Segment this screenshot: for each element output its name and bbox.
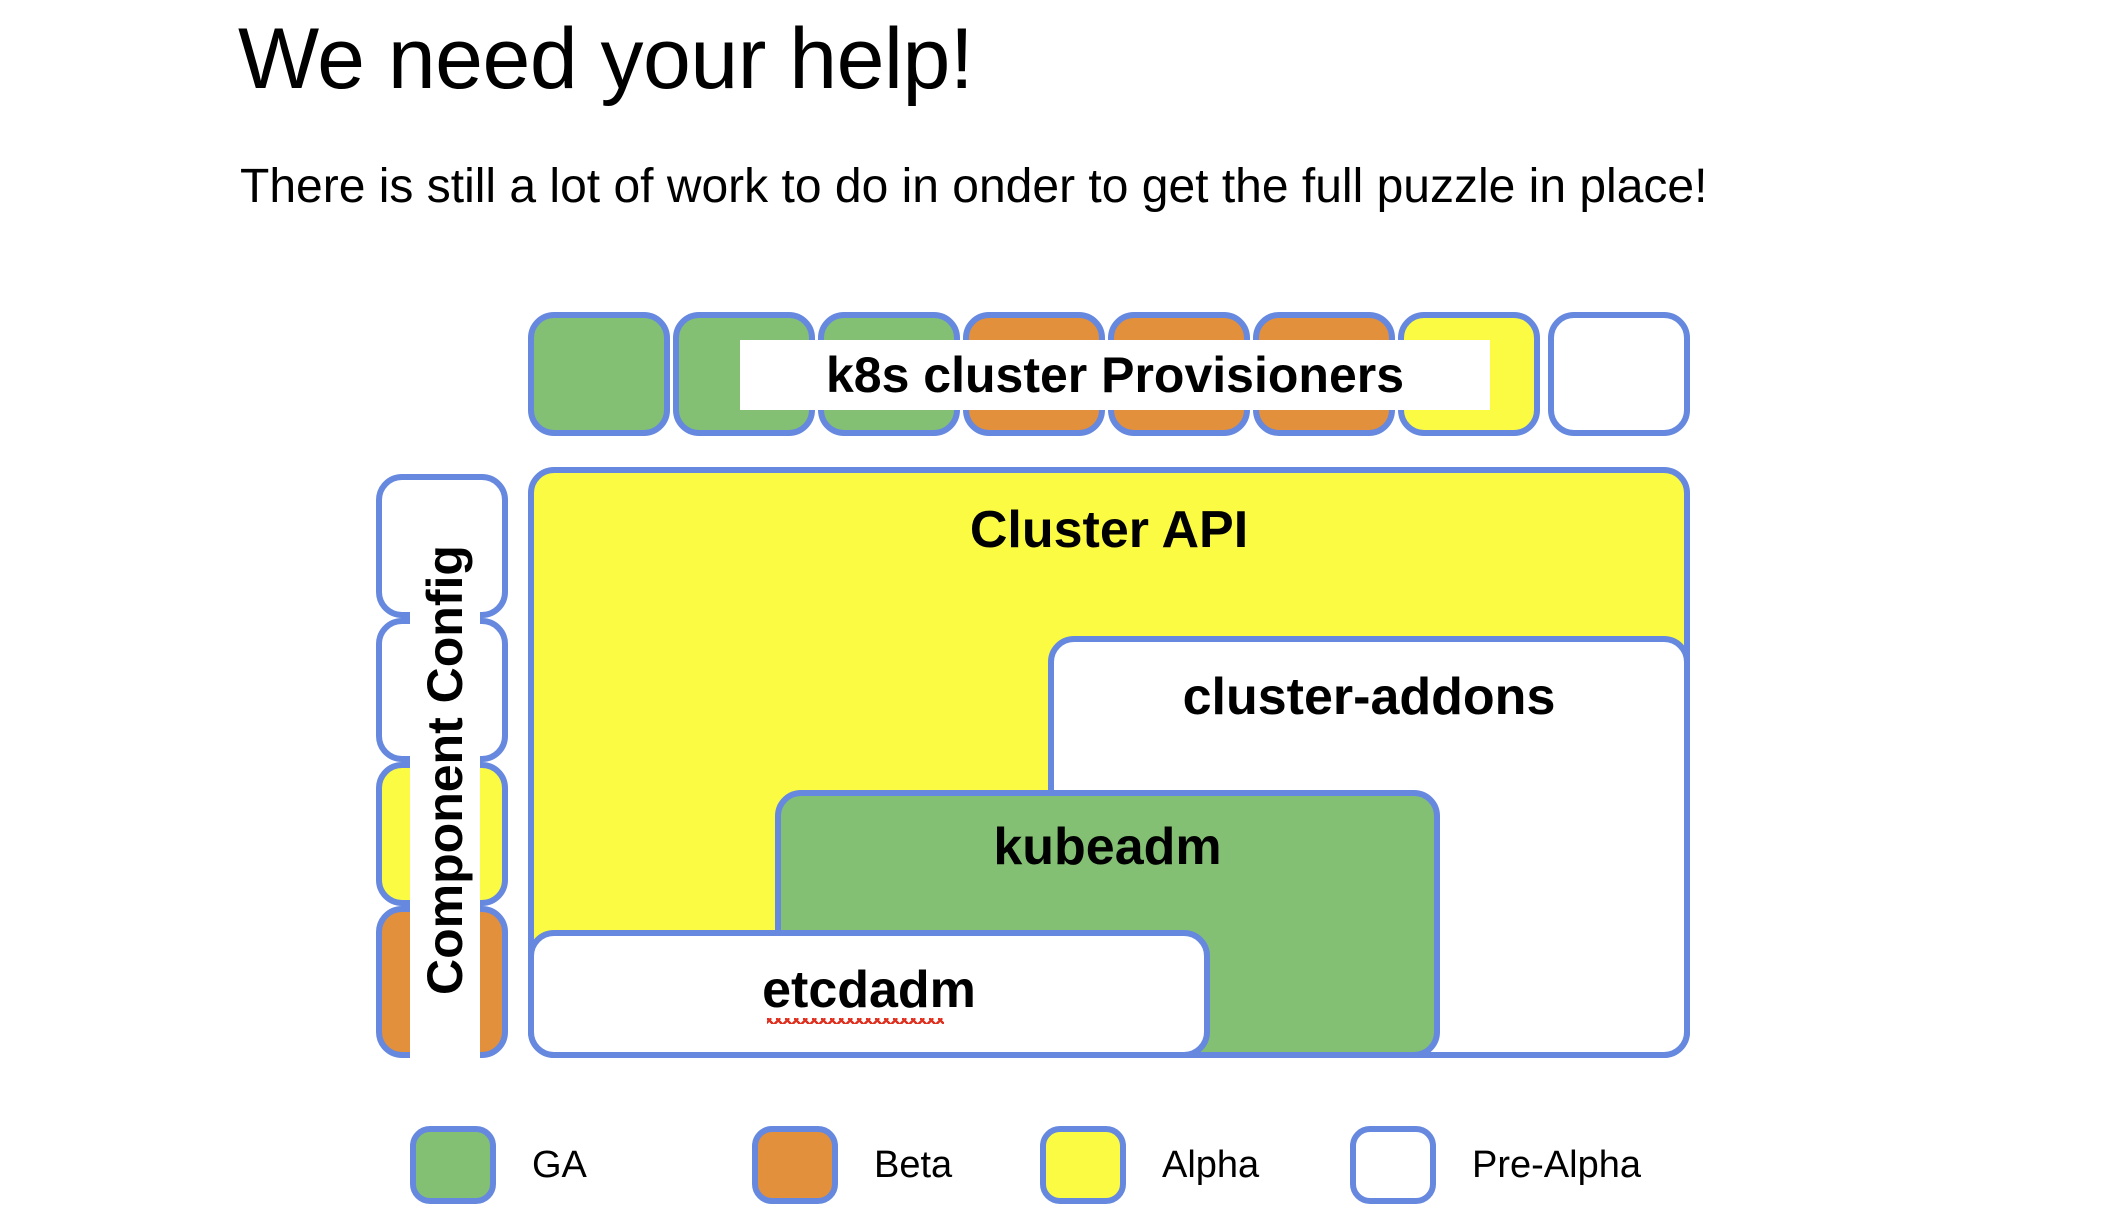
spellcheck-squiggle-icon <box>767 1014 944 1024</box>
legend-label-prealpha: Pre-Alpha <box>1472 1143 1641 1186</box>
provisioner-block-1 <box>528 312 670 436</box>
legend-item-beta: Beta <box>752 1126 952 1204</box>
cluster-addons-label: cluster-addons <box>1182 668 1556 726</box>
legend-item-prealpha: Pre-Alpha <box>1350 1126 1641 1204</box>
etcdadm-label: etcdadm <box>762 961 976 1019</box>
legend-label-alpha: Alpha <box>1162 1143 1260 1186</box>
kubeadm-label: kubeadm <box>993 818 1222 876</box>
cluster-api-label: Cluster API <box>969 501 1249 559</box>
legend-swatch-prealpha <box>1350 1126 1436 1204</box>
provisioner-row-label: k8s cluster Provisioners <box>740 340 1490 410</box>
legend-item-ga: GA <box>410 1126 587 1204</box>
legend-label-beta: Beta <box>874 1143 953 1186</box>
legend-swatch-alpha <box>1040 1126 1126 1204</box>
legend-item-alpha: Alpha <box>1040 1126 1259 1204</box>
legend-swatch-beta <box>752 1126 838 1204</box>
page-subtitle: There is still a lot of work to do in on… <box>240 160 1708 213</box>
legend-swatch-ga <box>410 1126 496 1204</box>
legend-label-ga: GA <box>532 1143 587 1186</box>
etcdadm-box <box>528 930 1210 1058</box>
component-config-label: Component Config <box>410 480 480 1060</box>
page-title: We need your help! <box>238 11 974 107</box>
provisioner-block-8 <box>1548 312 1690 436</box>
kubeadm-box <box>775 790 1440 1058</box>
